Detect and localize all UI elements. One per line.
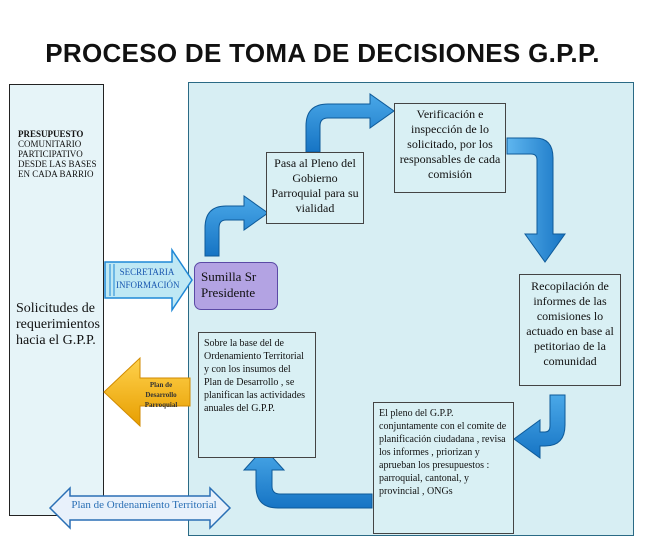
arrow-verificacion-to-recopilacion	[506, 137, 566, 263]
plan-ordenamiento-label: Plan de Ordenamiento Territorial	[71, 499, 217, 511]
verificacion-box: Verificación e inspección de lo solicita…	[394, 103, 506, 193]
diagram-title: PROCESO DE TOMA DE DECISIONES G.P.P.	[45, 38, 600, 68]
pleno-gpp-box: El pleno del G.P.P. conjuntamente con el…	[373, 402, 514, 534]
secretaria-label: SECRETARIA INFORMACIÓN	[116, 267, 180, 290]
sumilla-box: Sumilla Sr Presidente	[194, 262, 278, 310]
requests-text: Solicitudes de requerimientos hacia el G…	[16, 301, 100, 348]
arrow-plan-ordenamiento	[48, 486, 232, 530]
arrow-plan-desarrollo	[103, 356, 191, 428]
arrow-secretaria	[104, 247, 193, 313]
arrow-recopilacion-to-plenogpp	[513, 394, 566, 459]
arrow-plenogpp-to-sobrebase	[242, 447, 373, 509]
left-panel: PRESUPUESTO COMUNITARIO PARTICIPATIVO DE…	[9, 84, 104, 516]
sobre-base-box: Sobre la base del de Ordenamiento Territ…	[198, 332, 316, 458]
recopilacion-box: Recopilación de informes de las comision…	[519, 274, 621, 386]
presupuesto-subtext: COMUNITARIO PARTICIPATIVO DESDE LAS BASE…	[18, 139, 97, 179]
arrow-pleno-to-verificacion	[305, 93, 395, 153]
arrow-sumilla-to-pleno	[204, 195, 269, 257]
pleno-box: Pasa al Pleno del Gobierno Parroquial pa…	[266, 152, 364, 224]
plan-desarrollo-label: Plan de Desarrollo Parroquial	[144, 381, 178, 409]
presupuesto-heading: PRESUPUESTO	[18, 129, 84, 139]
